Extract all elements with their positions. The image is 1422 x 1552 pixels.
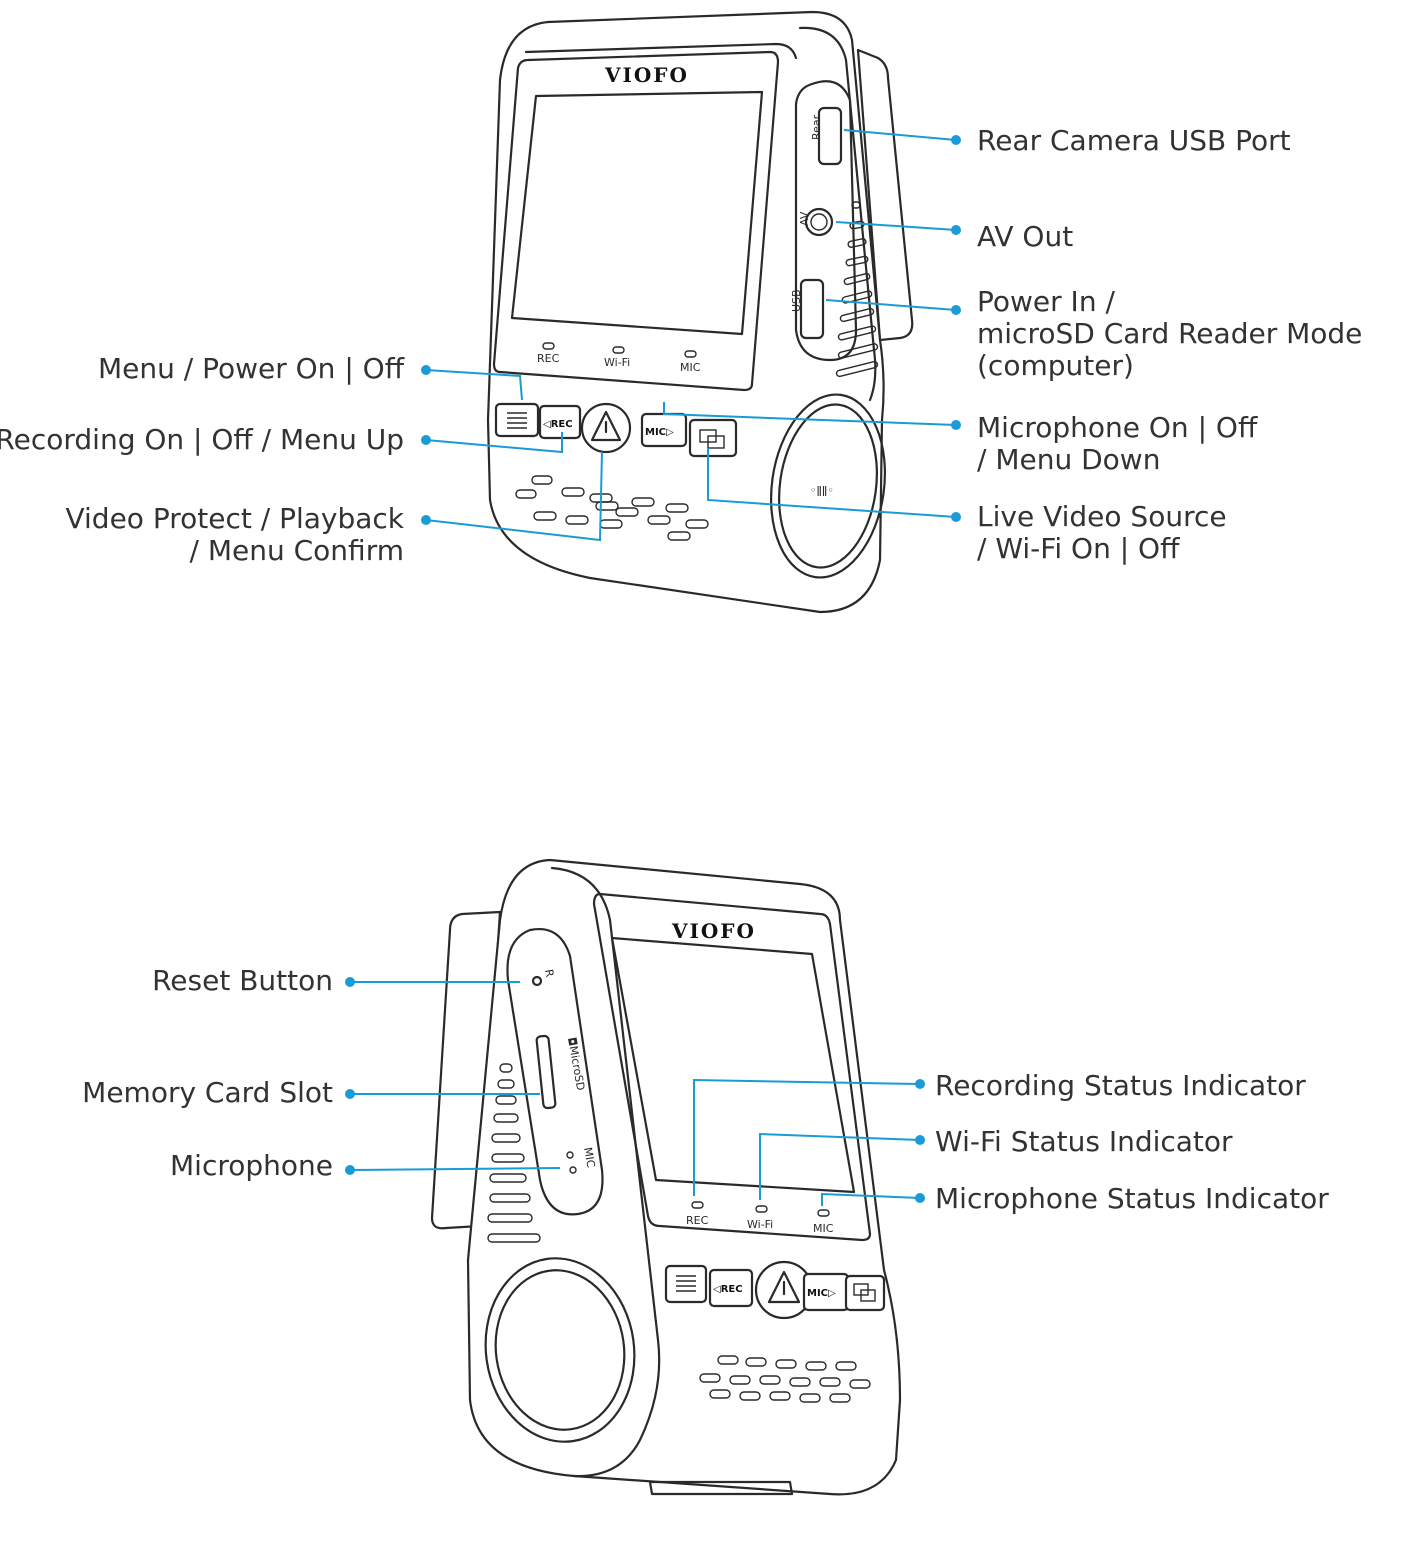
screen-side [610,936,856,1194]
rec-led-label: REC [537,352,560,365]
av-out-jack [804,207,834,237]
side-vents-left [487,1063,541,1243]
led-indicators: REC Wi-Fi MIC [537,342,701,374]
reset-button-label: Reset Button [152,964,333,997]
mic-hole-a [566,1151,574,1159]
reset-button[interactable] [531,975,543,987]
screen [510,90,764,336]
warning-icon-side [767,1270,801,1304]
rec-led [542,342,555,350]
top-right-labels: Rear Camera USB Port AV Out Power In / m… [977,124,1362,565]
brand-logo-side: VIOFO [671,919,756,943]
mic-led [684,350,697,358]
memory-card-slot-label: Memory Card Slot [82,1076,333,1109]
menu-button[interactable] [494,402,540,438]
usb-power-port [799,278,825,340]
side-panel-left [550,866,661,1478]
bottom-left-labels: Reset Button Memory Card Slot Microphone [82,964,333,1182]
live-video-label-line1: Live Video Source [977,500,1227,533]
microphone-toggle-label-line1: Microphone On | Off [977,411,1258,444]
usb-port-label: USB [790,289,803,312]
side-panel [798,26,877,402]
top-callout-dots [421,135,961,525]
mic-led-side [817,1209,830,1217]
rear-camera-usb-label: Rear Camera USB Port [977,124,1291,157]
wifi-led [612,346,625,354]
mount-bracket [856,48,914,342]
av-port-label: AV [798,211,811,226]
led-indicators-side: REC Wi-Fi MIC [686,1201,834,1235]
screen-bezel [492,50,780,392]
mic-holes: ◦ǁǁ◦ [810,484,834,497]
front-vents-side [699,1355,871,1403]
rec-button-side[interactable] [708,1268,754,1308]
menu-power-label: Menu / Power On | Off [98,352,405,385]
rec-led-side [691,1201,704,1209]
live-video-label-line2: / Wi-Fi On | Off [977,532,1180,565]
rec-button-label: ◁REC [543,419,573,430]
button-row-side: ◁REC MIC▷ [664,1260,886,1320]
mic-led-label-side: MIC [813,1222,834,1235]
bottom-callout-dots [345,977,925,1203]
recording-status-indicator-label: Recording Status Indicator [935,1069,1306,1102]
brand-logo: VIOFO [604,63,689,87]
button-row: ◁REC MIC▷ [494,402,738,458]
camera-lens [778,403,878,569]
memory-card-slot[interactable] [535,1034,557,1110]
rec-led-label-side: REC [686,1214,709,1227]
mic-button-label-side: MIC▷ [807,1288,836,1299]
mic-hole-b [569,1166,577,1174]
wifi-led-label-side: Wi-Fi [747,1218,773,1231]
port-panel-left [506,927,604,1216]
side-vents [835,201,879,378]
device-body-side [466,858,902,1496]
wifi-led-label: Wi-Fi [604,356,630,369]
bottom-right-labels: Recording Status Indicator Wi-Fi Status … [935,1069,1329,1215]
video-protect-label-line1: Video Protect / Playback [65,502,404,535]
recording-label: Recording On | Off / Menu Up [0,423,404,456]
bottom-callout-lines [349,981,921,1206]
mic-side-label: MIC [581,1146,597,1169]
port-panel [794,80,858,362]
mic-led-label: MIC [680,361,701,374]
mic-button-label: MIC▷ [645,427,674,438]
wifi-led-side [755,1205,768,1213]
wifi-status-indicator-label: Wi-Fi Status Indicator [935,1125,1233,1158]
camera-lens-housing [769,393,887,579]
reset-side-label: R [542,968,556,978]
power-in-label-line1: Power In / [977,285,1115,318]
power-in-label-line3: (computer) [977,349,1134,382]
top-callout-lines [425,129,957,542]
dashcam-side-view: R ◘MicroSD MIC VIOFO REC [430,858,902,1496]
top-face [524,42,798,60]
front-vents [515,475,709,541]
microphone-toggle-label-line2: / Menu Down [977,443,1160,476]
dashcam-front-view: VIOFO REC Wi-Fi MIC Rear AV USB [486,10,914,614]
warning-icon [590,410,622,442]
av-out-jack-inner [810,213,828,231]
microphone-status-indicator-label: Microphone Status Indicator [935,1182,1329,1215]
camera-lens-housing-side [484,1257,636,1443]
video-source-button-side[interactable] [844,1274,886,1312]
rear-usb-port [817,106,843,166]
rec-button-label-side: ◁REC [713,1284,743,1295]
camera-lens-side [494,1269,626,1431]
screen-bezel-side [592,892,872,1242]
menu-button-side[interactable] [664,1264,708,1304]
rear-port-label: Rear [810,114,823,140]
microphone-label: Microphone [170,1149,333,1182]
video-source-button[interactable] [688,418,738,458]
top-left-labels: Menu / Power On | Off Recording On | Off… [0,352,405,567]
power-in-label-line2: microSD Card Reader Mode [977,317,1362,350]
video-protect-label-line2: / Menu Confirm [190,534,404,567]
av-out-label: AV Out [977,220,1073,253]
base-foot [648,1480,794,1496]
rec-button[interactable] [538,404,582,440]
